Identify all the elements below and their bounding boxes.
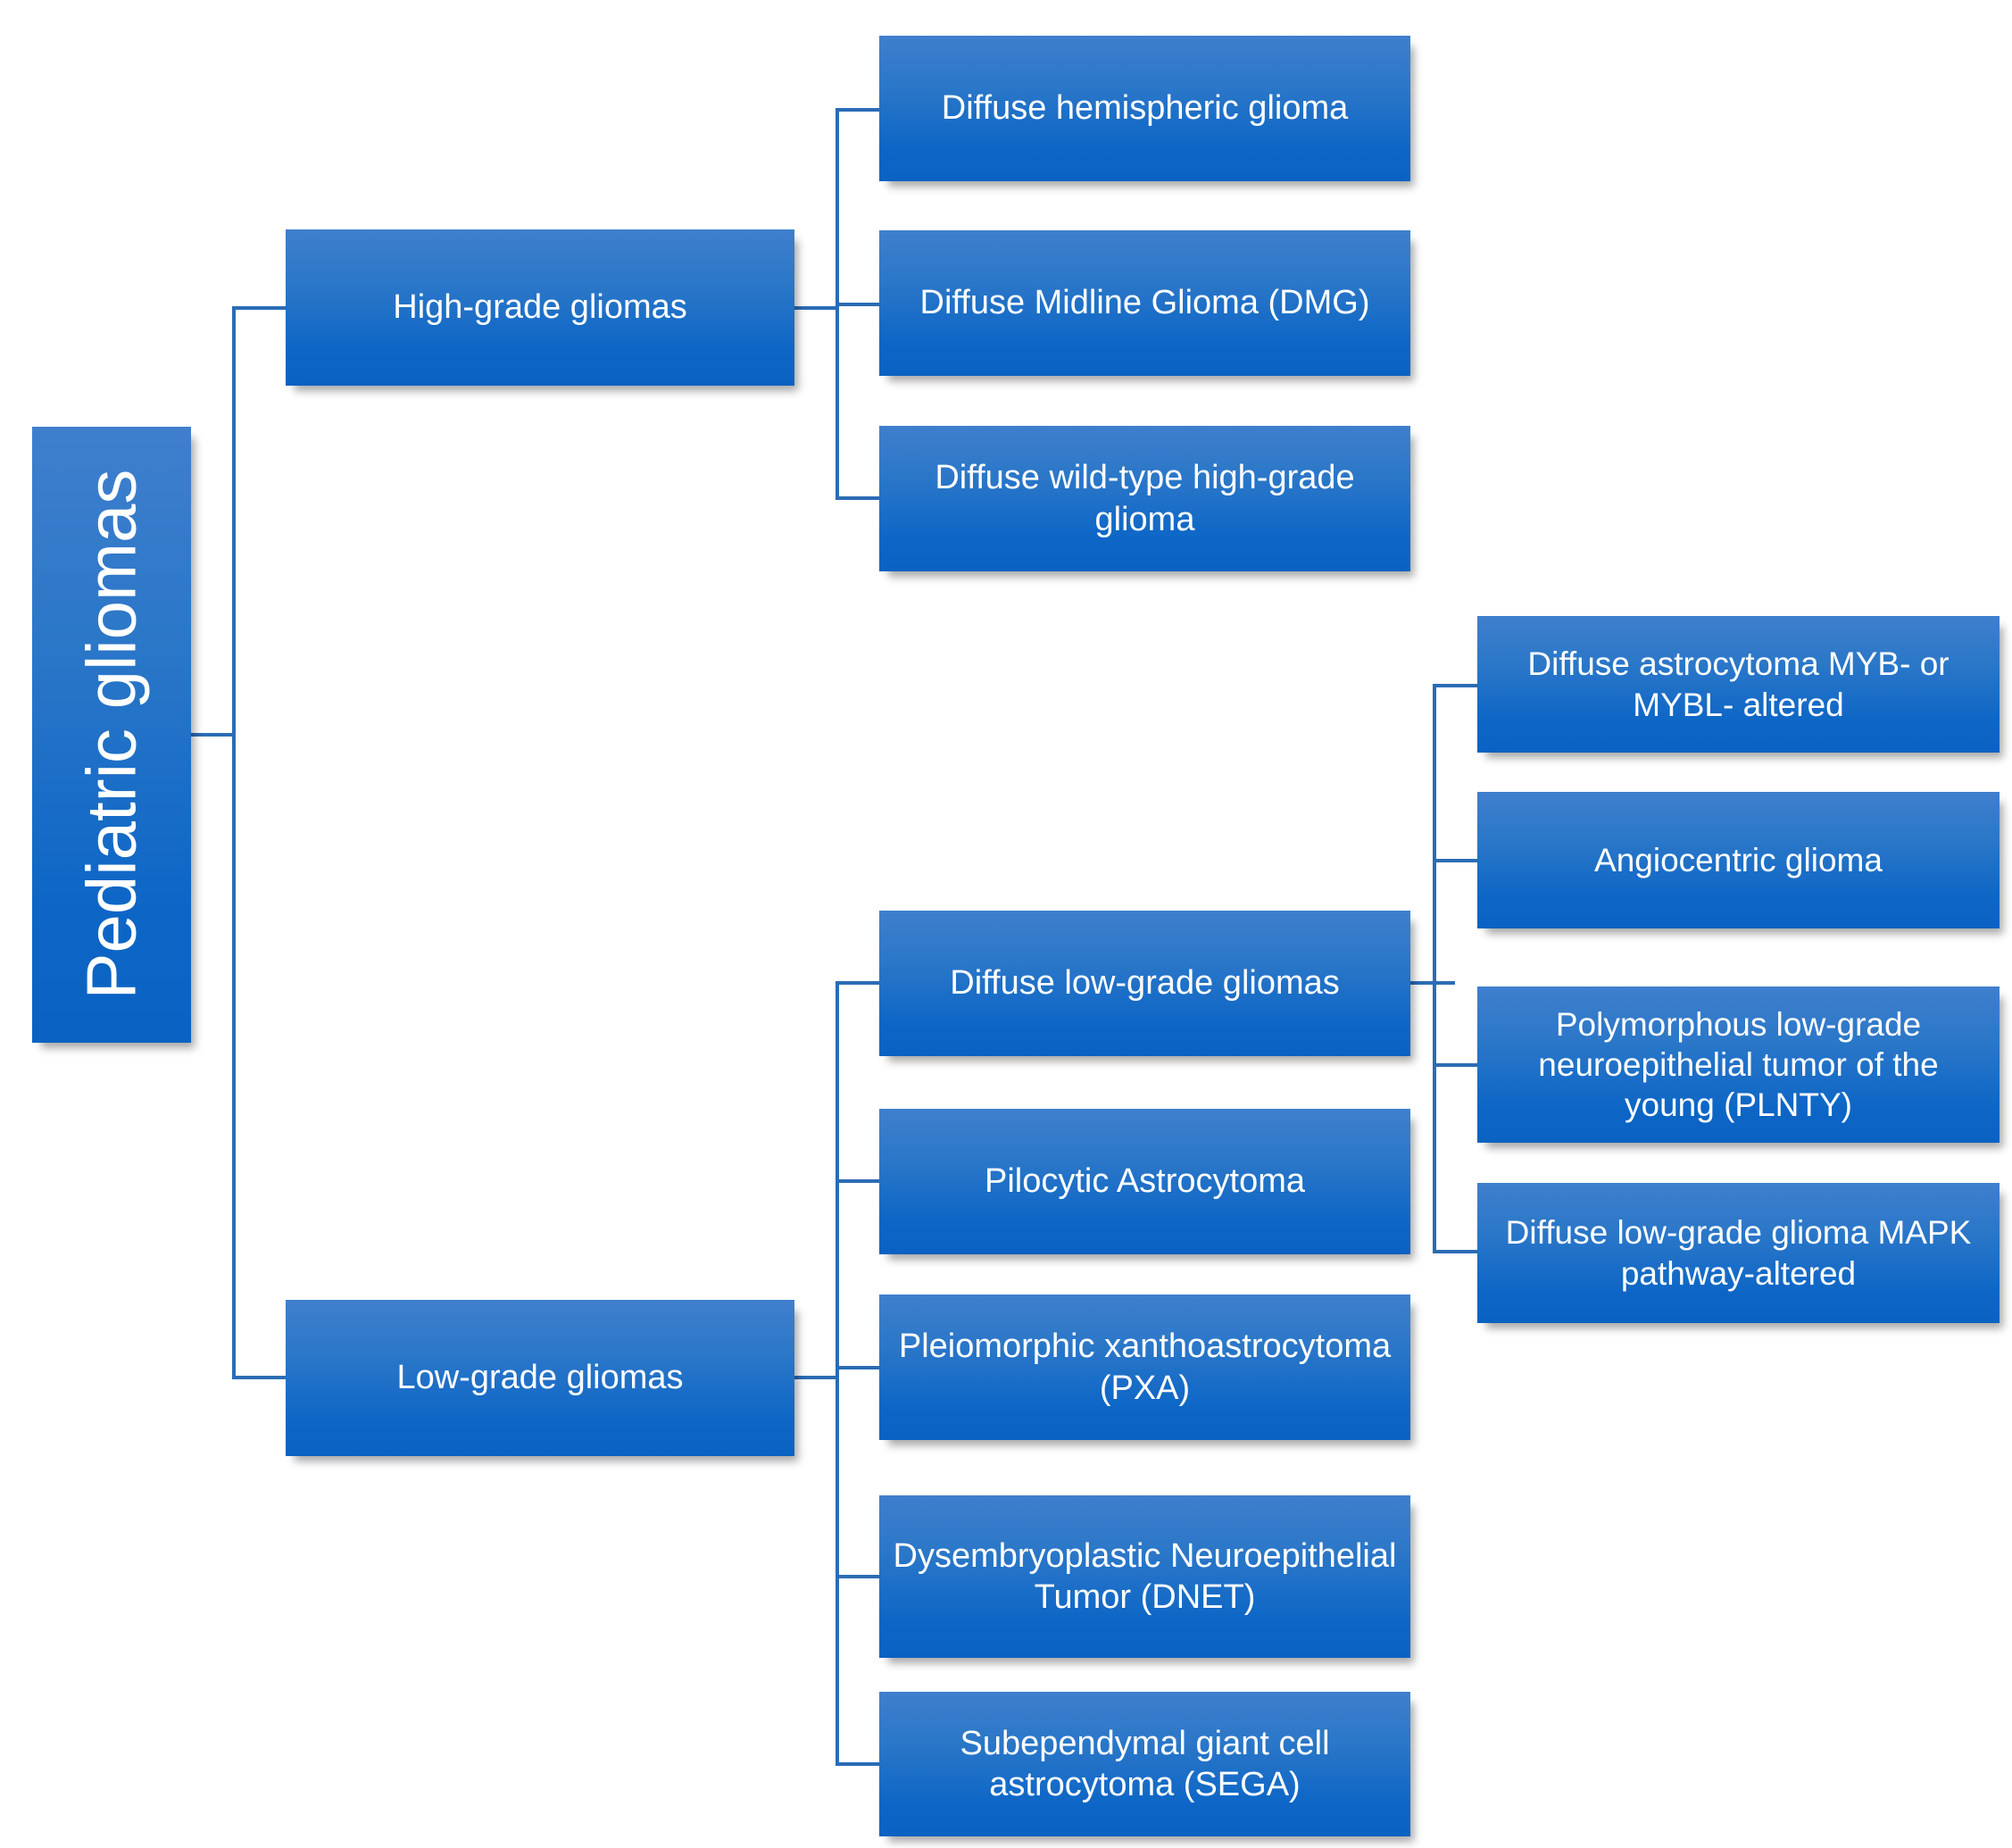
node-diffuse-midline-glioma-label: Diffuse Midline Glioma (DMG) (919, 284, 1370, 322)
node-diffuse-wild-type-high-grade-glioma[interactable]: Diffuse wild-type high-grade glioma (879, 426, 1410, 571)
node-diffuse-midline-glioma[interactable]: Diffuse Midline Glioma (DMG) (879, 230, 1410, 376)
node-low-grade-gliomas-label: Low-grade gliomas (396, 1359, 684, 1397)
node-diffuse-low-grade-glioma-mapk-pathway-altered-label: Diffuse low-grade glioma MAPK pathway-al… (1505, 1214, 1972, 1292)
connector-low-grade-spine (836, 981, 839, 1765)
node-pediatric-gliomas[interactable]: Pediatric gliomas (32, 427, 191, 1043)
node-diffuse-low-grade-glioma-mapk-pathway-altered[interactable]: Diffuse low-grade glioma MAPK pathway-al… (1477, 1183, 2000, 1323)
connector-dlgg-to-mapk (1433, 1250, 1481, 1253)
node-subependymal-giant-cell-astrocytoma-label: Subependymal giant cell astrocytoma (SEG… (960, 1724, 1330, 1803)
connector-high-grade-to-dhg (836, 108, 882, 112)
connector-low-grade-to-pilocytic (836, 1179, 882, 1183)
node-high-grade-gliomas-label: High-grade gliomas (393, 288, 687, 327)
node-low-grade-gliomas[interactable]: Low-grade gliomas (286, 1300, 794, 1456)
node-pediatric-gliomas-label: Pediatric gliomas (71, 470, 151, 1000)
node-diffuse-astrocytoma-myb-altered[interactable]: Diffuse astrocytoma MYB- or MYBL- altere… (1477, 616, 2000, 753)
connector-dlgg-to-angiocentric (1433, 859, 1481, 862)
connector-dlgg-to-myb (1433, 684, 1481, 687)
node-pilocytic-astrocytoma[interactable]: Pilocytic Astrocytoma (879, 1109, 1410, 1254)
node-diffuse-hemispheric-glioma[interactable]: Diffuse hemispheric glioma (879, 36, 1410, 181)
node-diffuse-wild-type-high-grade-glioma-label: Diffuse wild-type high-grade glioma (935, 459, 1355, 538)
node-angiocentric-glioma[interactable]: Angiocentric glioma (1477, 792, 2000, 928)
node-angiocentric-glioma-label: Angiocentric glioma (1594, 841, 1883, 878)
connector-high-grade-to-dwt (836, 496, 882, 500)
connector-dlgg-spine (1433, 684, 1436, 1253)
connector-high-grade-to-dmg (836, 303, 882, 306)
connector-low-grade-to-pxa (836, 1366, 882, 1369)
node-pleiomorphic-xanthoastrocytoma-label: Pleiomorphic xanthoastrocytoma (PXA) (898, 1328, 1392, 1407)
node-high-grade-gliomas[interactable]: High-grade gliomas (286, 229, 794, 386)
node-diffuse-low-grade-gliomas-label: Diffuse low-grade gliomas (950, 964, 1340, 1003)
node-dysembryoplastic-neuroepithelial-tumor[interactable]: Dysembryoplastic Neuroepithelial Tumor (… (879, 1495, 1410, 1658)
node-dysembryoplastic-neuroepithelial-tumor-label: Dysembryoplastic Neuroepithelial Tumor (… (893, 1536, 1397, 1616)
connector-low-grade-to-sega (836, 1762, 882, 1766)
connector-low-grade-to-dlgg (836, 981, 882, 985)
connector-root-to-low-grade (232, 1376, 287, 1379)
connector-high-grade-stub (794, 306, 839, 310)
node-diffuse-astrocytoma-myb-altered-label: Diffuse astrocytoma MYB- or MYBL- altere… (1527, 645, 1950, 723)
connector-root-spine (232, 306, 236, 1378)
connector-low-grade-to-dnet (836, 1575, 882, 1578)
node-diffuse-low-grade-gliomas[interactable]: Diffuse low-grade gliomas (879, 911, 1410, 1056)
node-pilocytic-astrocytoma-label: Pilocytic Astrocytoma (985, 1162, 1305, 1201)
node-diffuse-hemispheric-glioma-label: Diffuse hemispheric glioma (941, 89, 1349, 128)
connector-root-stub (191, 733, 236, 737)
node-polymorphous-low-grade-neuroepithelial-tumor-of-the-young[interactable]: Polymorphous low-grade neuroepithelial t… (1477, 986, 2000, 1143)
node-subependymal-giant-cell-astrocytoma[interactable]: Subependymal giant cell astrocytoma (SEG… (879, 1692, 1410, 1836)
connector-root-to-high-grade (232, 306, 287, 310)
node-pleiomorphic-xanthoastrocytoma[interactable]: Pleiomorphic xanthoastrocytoma (PXA) (879, 1294, 1410, 1440)
connector-dlgg-to-plnty (1433, 1063, 1481, 1067)
node-polymorphous-low-grade-neuroepithelial-tumor-of-the-young-label: Polymorphous low-grade neuroepithelial t… (1538, 1005, 1939, 1124)
connector-low-grade-stub (794, 1376, 839, 1379)
